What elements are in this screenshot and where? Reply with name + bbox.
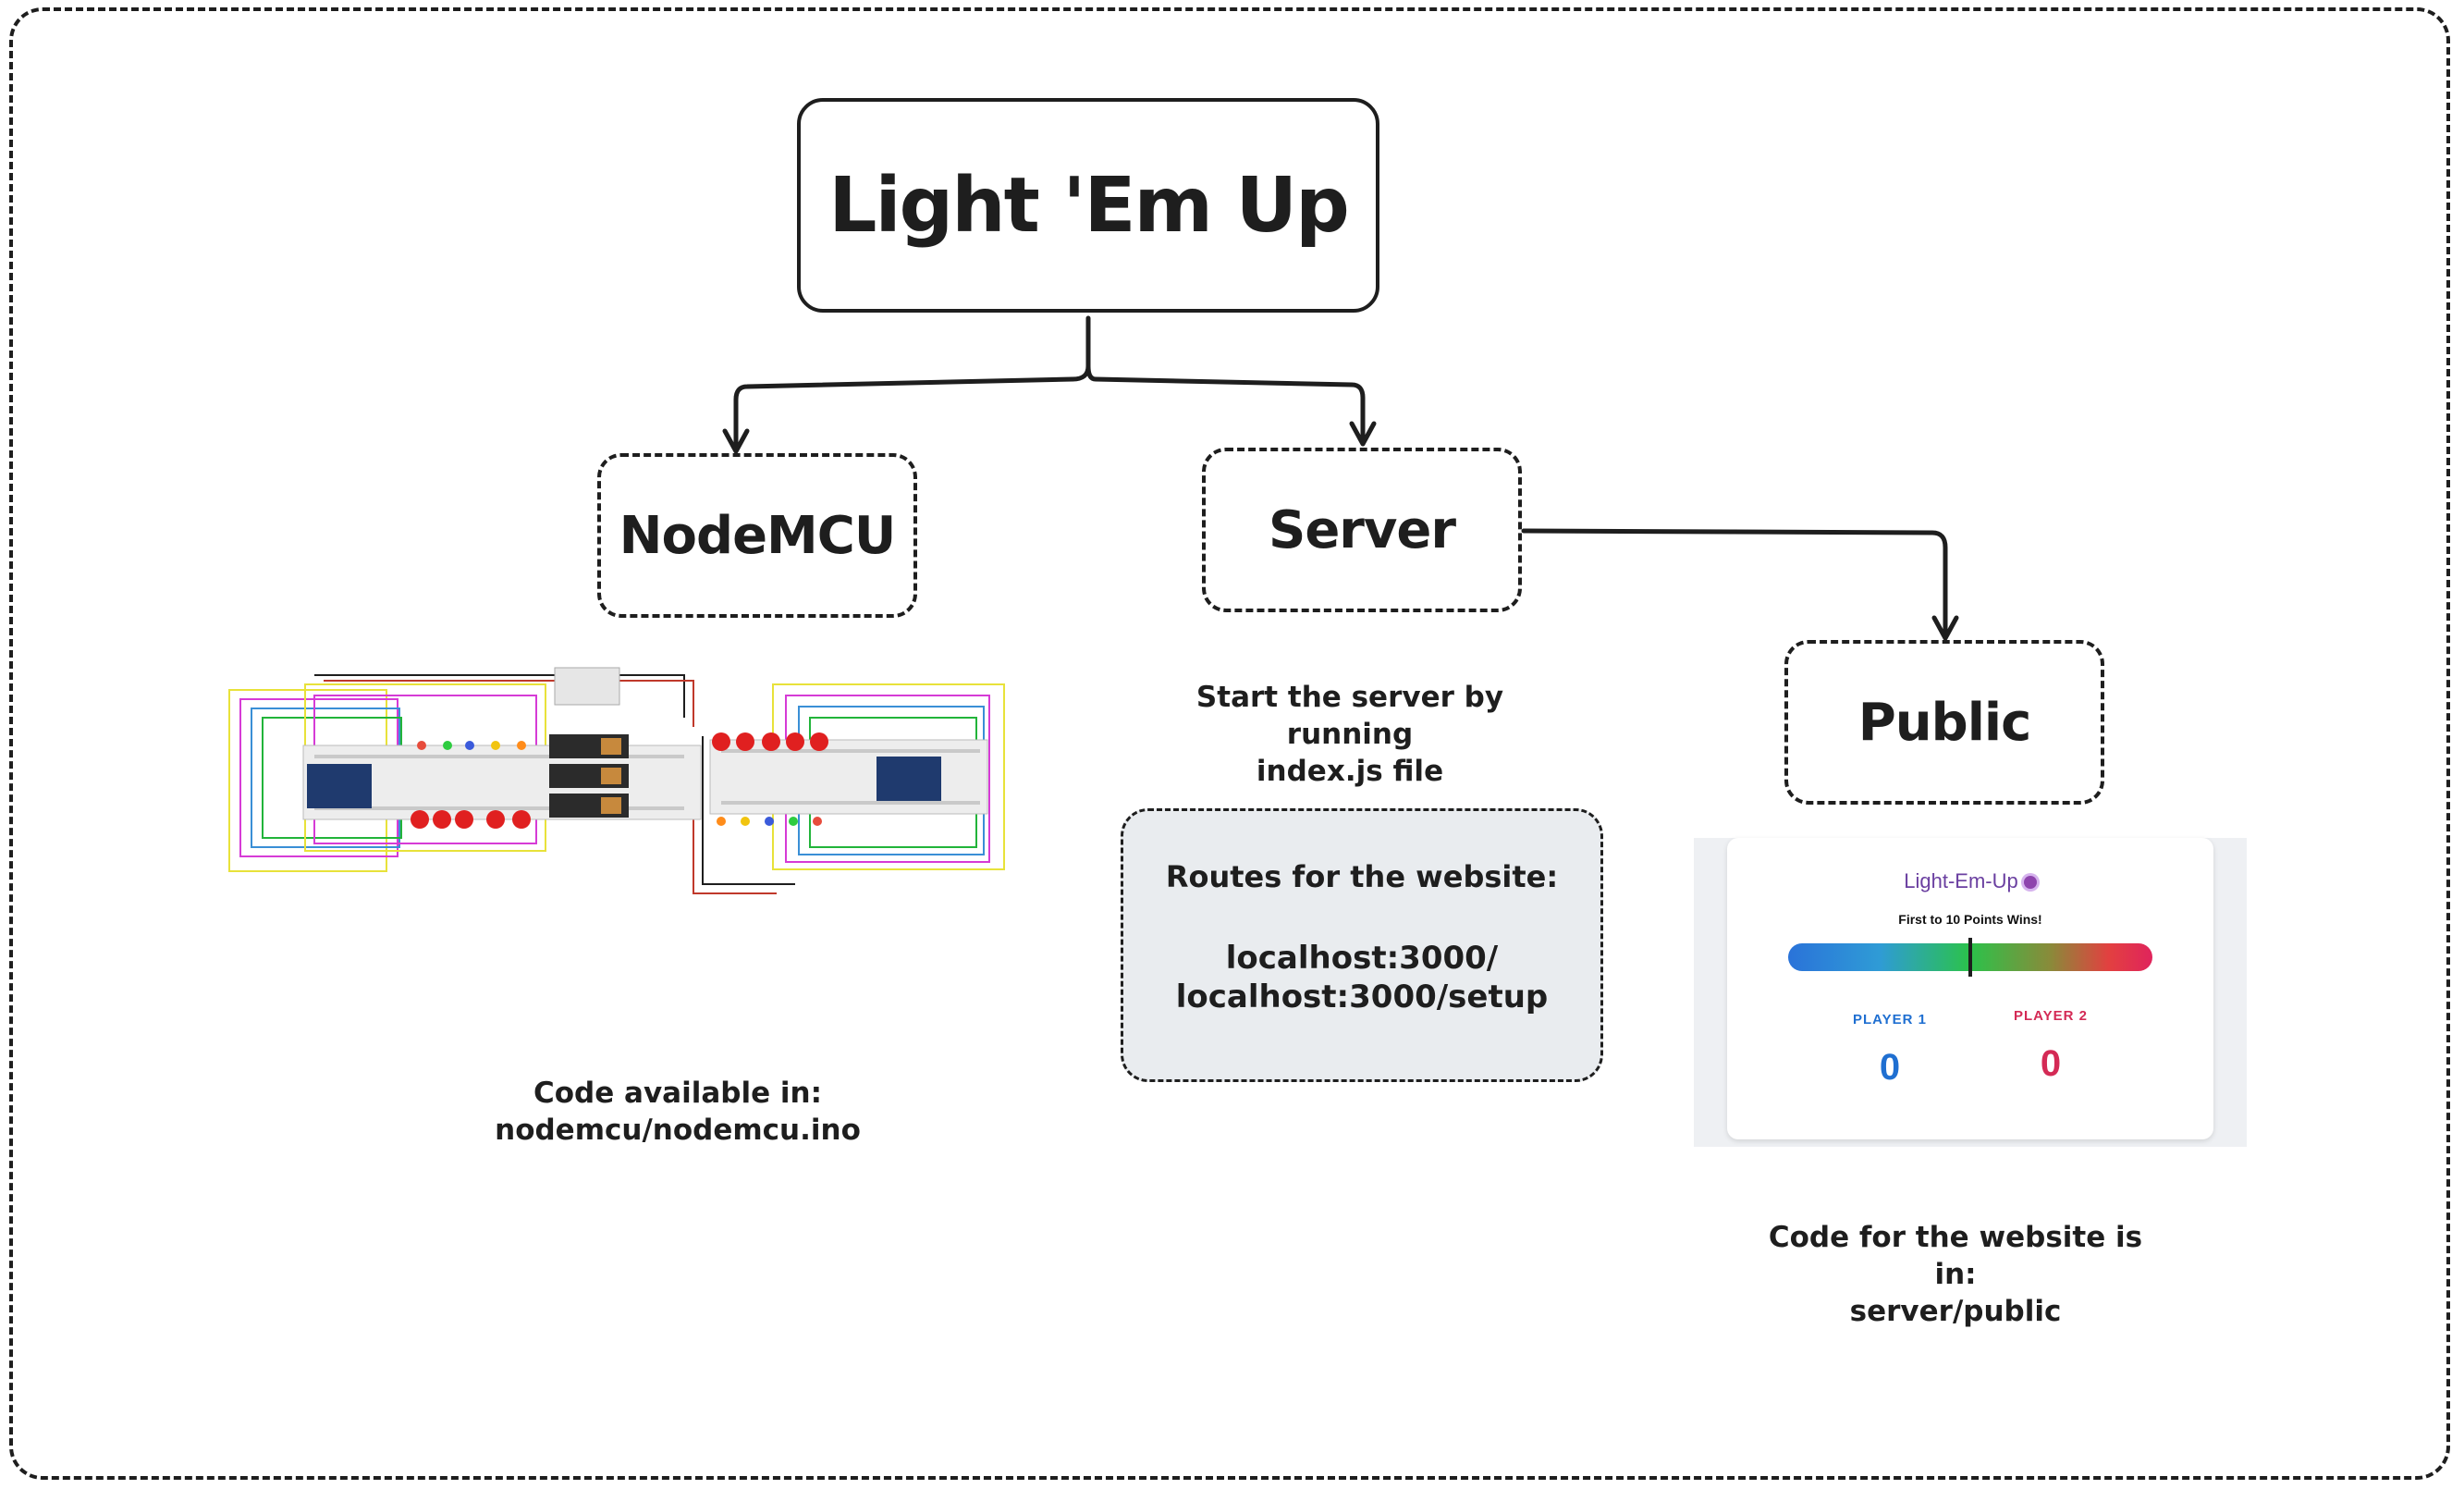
website-preview-card: Light-Em-Up First to 10 Points Wins! PLA…	[1727, 838, 2213, 1139]
public-label: Public	[1857, 692, 2032, 753]
route-item-root: localhost:3000/	[1225, 940, 1499, 977]
title-box: Light 'Em Up	[797, 98, 1379, 313]
public-node: Public	[1784, 640, 2104, 805]
arrowhead-nodemcu	[722, 428, 750, 454]
routes-list: localhost:3000/ localhost:3000/setup	[1123, 939, 1600, 1016]
player2-label: PLAYER 2	[2014, 1008, 2088, 1024]
diagram-title: Light 'Em Up	[828, 161, 1350, 250]
connector-server-to-public	[1521, 528, 1948, 639]
bar-position-marker	[1968, 938, 1972, 977]
lightbulb-icon	[2023, 876, 2037, 890]
server-label: Server	[1268, 499, 1456, 560]
routes-box: Routes for the website: localhost:3000/ …	[1121, 808, 1603, 1082]
arrowhead-server	[1349, 421, 1377, 447]
connector-to-server	[1085, 363, 1366, 443]
connector-title-stem	[1070, 315, 1091, 382]
circuit-diagram-image	[228, 667, 1005, 894]
nodemcu-label: NodeMCU	[619, 505, 897, 566]
diagram-frame	[9, 7, 2450, 1480]
public-code-caption: Code for the website is in: server/publi…	[1768, 1221, 2143, 1328]
nodemcu-code-caption: Code available in: nodemcu/nodemcu.ino	[495, 1077, 861, 1147]
nodemcu-node: NodeMCU	[597, 453, 917, 618]
player1-label: PLAYER 1	[1853, 1012, 1927, 1028]
game-subtitle: First to 10 Points Wins!	[1898, 912, 2042, 927]
connector-to-nodemcu	[733, 376, 1075, 450]
arrowhead-public	[1931, 615, 1959, 641]
player2-score: 0	[2040, 1043, 2062, 1084]
game-title-text: Light-Em-Up	[1904, 869, 2018, 892]
routes-heading: Routes for the website:	[1165, 859, 1559, 894]
route-item-setup: localhost:3000/setup	[1175, 978, 1549, 1015]
player1-score: 0	[1879, 1047, 1901, 1088]
game-title: Light-Em-Up	[1727, 869, 2213, 893]
server-node: Server	[1202, 448, 1522, 612]
tug-of-war-bar	[1788, 938, 2152, 977]
server-start-caption: Start the server by running index.js fil…	[1195, 681, 1504, 788]
